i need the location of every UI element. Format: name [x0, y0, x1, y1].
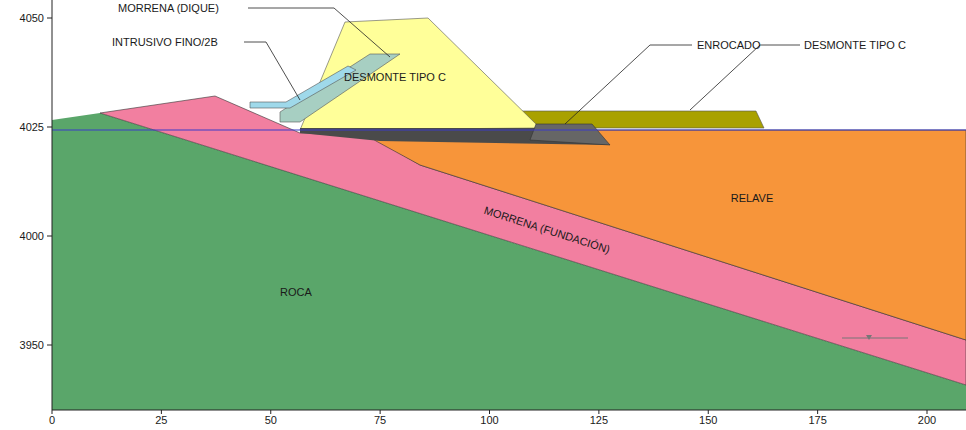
axes: [47, 0, 966, 414]
axis-label: 50: [265, 414, 277, 427]
dam-moraine: [280, 54, 400, 122]
x-axis: [52, 410, 966, 411]
rockfill: [530, 124, 610, 145]
axis-tick: [47, 127, 52, 128]
axis-label: 100: [480, 414, 498, 427]
zone-label: ROCA: [280, 286, 312, 299]
axis-tick: [47, 236, 52, 237]
axis-tick: [270, 410, 271, 414]
axis-label: 3950: [20, 339, 44, 352]
water-line: [52, 130, 966, 131]
callout-label: ENROCADO: [697, 39, 761, 52]
tailings-zone: [360, 130, 966, 340]
rock-zone: [52, 113, 966, 410]
axis-label: 4000: [20, 230, 44, 243]
axis-label: 125: [590, 414, 608, 427]
axis-label: 150: [699, 414, 717, 427]
y-axis: [52, 0, 53, 410]
leader-line: [565, 45, 692, 124]
axis-tick: [47, 18, 52, 19]
callout-label: MORRENA (DIQUE): [118, 2, 219, 15]
axis-tick: [47, 345, 52, 346]
axis-label: 75: [374, 414, 386, 427]
axis-label: 4050: [20, 12, 44, 25]
leader-line: [244, 42, 300, 100]
axis-tick: [598, 410, 599, 414]
zone-label: DESMONTE TIPO C: [344, 71, 446, 84]
axis-label: 200: [918, 414, 936, 427]
axis-tick: [52, 410, 53, 414]
zone-label: RELAVE: [731, 192, 774, 205]
axis-tick: [161, 410, 162, 414]
leader-line: [690, 45, 800, 110]
fine-intrusive: [250, 66, 356, 108]
axis-label: 175: [808, 414, 826, 427]
axis-tick: [489, 410, 490, 414]
axis-label: 4025: [20, 121, 44, 134]
foundation-moraine: [100, 96, 966, 385]
axis-tick: [927, 410, 928, 414]
axis-tick: [708, 410, 709, 414]
marker-symbol: [866, 335, 872, 340]
axis-tick: [817, 410, 818, 414]
axis-tick: [380, 410, 381, 414]
marker-line: [842, 338, 908, 339]
axis-label: 0: [49, 414, 55, 427]
callout-label: DESMONTE TIPO C: [804, 39, 906, 52]
leader-line: [248, 8, 390, 57]
axis-label: 25: [155, 414, 167, 427]
callout-label: INTRUSIVO FINO/2B: [112, 36, 218, 49]
